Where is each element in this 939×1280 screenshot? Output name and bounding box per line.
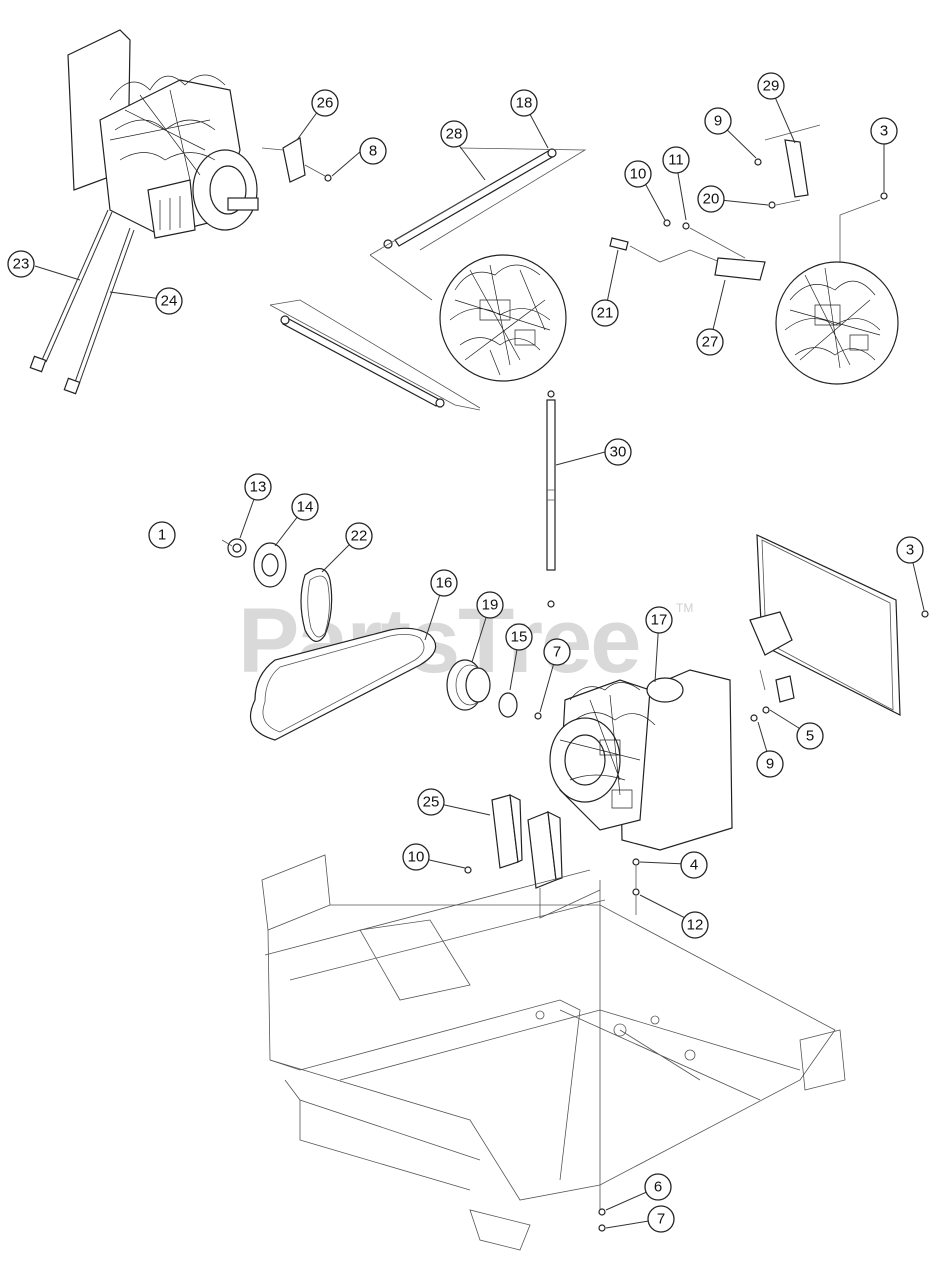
callout-28: 28 [440,120,468,148]
rod-assembly [269,147,587,411]
callout-7b: 7 [647,1205,675,1233]
svg-text:19: 19 [482,597,499,614]
svg-text:26: 26 [317,95,334,112]
callout-14: 14 [291,493,319,521]
callout-24: 24 [155,287,183,315]
svg-text:18: 18 [516,95,533,112]
svg-text:25: 25 [423,794,440,811]
svg-text:16: 16 [436,575,453,592]
svg-text:7: 7 [657,1211,665,1228]
svg-text:11: 11 [668,152,684,169]
cables [29,209,135,395]
svg-text:28: 28 [446,126,463,143]
callout-6: 6 [644,1173,672,1201]
callout-30: 30 [604,438,632,466]
callout-9: 9 [704,107,732,135]
callout-10b: 10 [402,843,430,871]
svg-text:24: 24 [161,293,178,310]
svg-text:8: 8 [369,143,377,160]
callout-27: 27 [696,328,724,356]
svg-text:1: 1 [158,527,166,544]
linkage-assembly [609,124,888,281]
svg-text:3: 3 [906,542,914,559]
svg-text:20: 20 [703,191,720,208]
svg-text:22: 22 [351,528,368,545]
callout-11: 11 [662,146,690,174]
svg-text:12: 12 [687,917,704,934]
callout-8: 8 [359,137,387,165]
callout-13: 13 [244,473,272,501]
callout-3: 3 [870,117,898,145]
svg-text:10: 10 [630,166,647,183]
callout-19: 19 [476,591,504,619]
bracket-26 [261,137,332,183]
svg-text:10: 10 [408,849,425,866]
svg-text:4: 4 [690,857,698,874]
detail-view-right [775,261,899,385]
svg-text:27: 27 [702,334,719,351]
callout-29: 29 [757,72,785,100]
callout-23: 23 [7,250,35,278]
svg-text:5: 5 [806,728,814,745]
callout-26: 26 [311,89,339,117]
pulley-parts [221,538,333,642]
bracket-plate [749,534,929,722]
callout-17: 17 [645,606,673,634]
svg-text:6: 6 [654,1179,662,1196]
svg-text:13: 13 [250,479,267,496]
callout-10: 10 [624,160,652,188]
svg-text:17: 17 [651,612,668,629]
detail-view-left [439,254,567,382]
svg-text:3: 3 [880,123,888,140]
engine-top-illustration [67,29,259,239]
callout-20: 20 [697,185,725,213]
callout-1: 1 [148,521,176,549]
watermark-trademark: TM [676,601,693,615]
svg-text:21: 21 [597,305,614,322]
callout-15: 15 [505,623,533,651]
callout-21: 21 [591,299,619,327]
callout-12: 12 [681,911,709,939]
pulley-19 [446,659,542,720]
svg-text:9: 9 [714,113,722,130]
callout-18: 18 [510,89,538,117]
callout-22: 22 [345,522,373,550]
frame-chassis [261,854,846,1251]
callout-5: 5 [796,722,824,750]
brackets-25 [464,793,640,1210]
svg-text:7: 7 [553,644,561,661]
callout-25: 25 [417,788,445,816]
belt-16 [250,627,437,741]
svg-text:9: 9 [766,756,774,773]
callout-16: 16 [430,569,458,597]
svg-text:30: 30 [610,444,627,461]
svg-text:29: 29 [763,78,780,95]
svg-text:14: 14 [297,499,314,516]
callout-3b: 3 [896,536,924,564]
svg-text:15: 15 [511,629,528,646]
callout-7: 7 [543,638,571,666]
engine-bottom-illustration [549,669,733,851]
callout-9b: 9 [756,750,784,778]
rod-30 [546,390,556,608]
callout-4: 4 [680,851,708,879]
svg-text:23: 23 [13,256,30,273]
